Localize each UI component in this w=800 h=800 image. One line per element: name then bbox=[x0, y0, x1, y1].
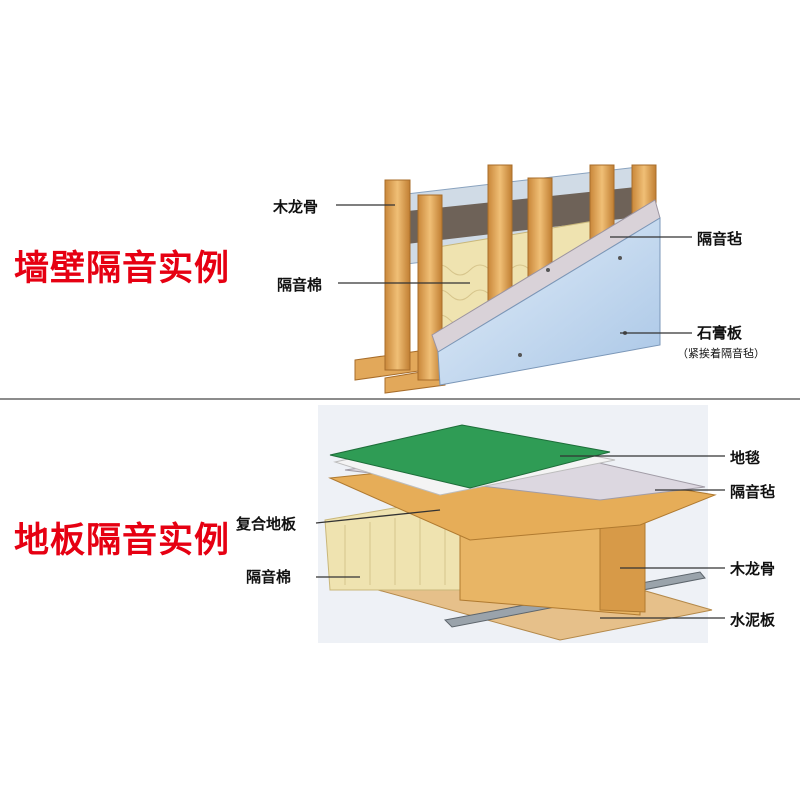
floor-carpet bbox=[329, 424, 611, 489]
wall-section-title: 墙壁隔音实例 bbox=[14, 249, 231, 289]
floor-section-title: 地板隔音实例 bbox=[14, 521, 231, 561]
floor-label-cotton: 隔音棉 bbox=[246, 568, 292, 586]
section-divider bbox=[0, 398, 800, 400]
wall-label-gypsum: 石膏板 bbox=[697, 324, 743, 342]
floor-label-felt: 隔音毡 bbox=[730, 483, 776, 501]
wall-label-stud: 木龙骨 bbox=[273, 198, 319, 216]
wall-label-cotton: 隔音棉 bbox=[277, 276, 323, 294]
wall-gypsum-board bbox=[437, 217, 661, 386]
floor-label-composite: 复合地板 bbox=[236, 515, 297, 533]
wall-stud bbox=[384, 179, 411, 371]
wall-label-gypsum-note: （紧挨着隔音毡） bbox=[677, 347, 765, 360]
floor-label-stud: 木龙骨 bbox=[730, 560, 776, 578]
floor-label-carpet: 地毯 bbox=[730, 449, 761, 467]
floor-label-cement: 水泥板 bbox=[730, 611, 776, 629]
wall-label-felt: 隔音毡 bbox=[697, 230, 743, 248]
